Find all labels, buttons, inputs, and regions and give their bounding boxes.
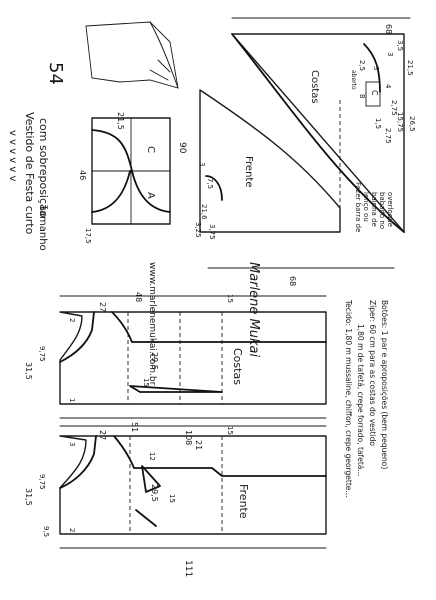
back-total-length: 108 (184, 430, 193, 445)
overlay-meas-q: 1,5 (374, 118, 382, 129)
sleeve-pattern: 21,5 46 17,5 C A (78, 112, 171, 244)
overlay-piece: 68 90 68 Costas Frente Fazer barra de le… (177, 17, 416, 286)
overlay-meas-o: 2,75 (384, 128, 392, 144)
overlay-meas-g: 4 (384, 84, 392, 89)
back-waist: 29,5 (150, 352, 159, 370)
front-neck-depth: 9,5 (42, 526, 50, 537)
sleeve-width: 21,5 (116, 112, 125, 130)
title-size-label: tamanho (37, 206, 48, 251)
front-armhole-depth: 31,5 (24, 488, 33, 506)
front-dart-b: 15 (168, 494, 176, 503)
overlay-meas-n: 26,5 (408, 116, 416, 132)
overlay-note-line-4: babado no (378, 192, 386, 229)
front-hem-ext: 15 (226, 426, 234, 435)
back-neck: 9,75 (38, 346, 46, 362)
back-shoulder: 27 (98, 302, 107, 312)
overlay-meas-b: 3,75 (208, 224, 216, 240)
overlay-meas-l: 3 (386, 52, 394, 56)
back-dart: 15 (142, 378, 150, 387)
back-mark-b: 1 (68, 398, 76, 402)
sleeve-letter-c: C (145, 146, 156, 153)
overlay-meas-j: 21,5 (406, 60, 414, 76)
overlay-meas-k: 3,5 (396, 40, 404, 51)
sleeve-letter-a: A (145, 192, 156, 199)
materials-fabric: Tecido: 1,80 m mussaline, chiffon, crepe… (344, 299, 353, 498)
overlay-meas-e: 3 (198, 162, 206, 166)
title-size-value: 54 (45, 62, 66, 85)
overlay-label-costas: Costas (309, 70, 320, 104)
overlay-mini-text: aberto (350, 70, 357, 90)
materials-buttons: Botões: 1 par e aproposições (bem pequen… (380, 300, 389, 469)
back-hem-ext: 15 (226, 294, 234, 303)
materials-lining: 1,80 m de tafetá, crepe forrado, tafetá.… (356, 324, 365, 477)
overlay-note-line-2: lenço ou (362, 192, 370, 222)
sleeve-height: 46 (78, 170, 87, 180)
title-line-2: com sobreposição (37, 118, 50, 218)
front-mark-b: 2 (68, 528, 76, 532)
top-marks: v v v v v v (7, 130, 18, 181)
overlay-meas-h: 3 (372, 66, 380, 70)
front-top-width: 51 (130, 422, 139, 432)
overlay-meas-i: 2,75 (390, 100, 398, 116)
signature: Marlene Mukai (246, 262, 261, 357)
front-waist: 29,5 (150, 484, 159, 502)
back-top-width: 48 (134, 292, 143, 302)
overlay-note-line-1: Fazer barra de (354, 182, 362, 232)
overlay-note: Fazer barra de lenço ou bainha de babado… (354, 182, 394, 232)
overlay-height: 90 (177, 142, 187, 154)
sleeve-cap-left: 17,5 (84, 228, 92, 244)
overlay-meas-p: 2,5 (358, 60, 366, 71)
materials-zipper: Zíper: 60 cm para as costas do vestido (368, 300, 377, 446)
title-block: Vestido de Festa curto com sobreposição … (23, 62, 66, 251)
overlay-meas-f: 8 (358, 94, 366, 98)
overlay-meas-a: 21,6 (200, 204, 208, 220)
overlay-marker: C (370, 90, 379, 96)
overlay-top-width: 68 (384, 24, 393, 34)
front-neck: 9,75 (38, 474, 46, 490)
back-armhole-depth: 31,5 (24, 362, 33, 380)
front-shoulder: 27 (98, 430, 107, 440)
overlay-bottom-width: 68 (288, 276, 297, 286)
back-mark-a: 2 (68, 318, 76, 322)
dress-sketch (85, 21, 179, 89)
materials-block: Tecido: 1,80 m mussaline, chiffon, crepe… (344, 299, 389, 498)
front-mark-a: 3 (68, 442, 76, 446)
overlay-meas-d: 7,5 (206, 178, 214, 189)
overlay-meas-c: 3,25 (194, 222, 202, 238)
overlay-label-frente: Frente (243, 156, 254, 187)
front-side: 21 (194, 440, 203, 450)
website-text: www.marlenemukai.com.br (147, 262, 157, 386)
overlay-note-line-3: bainha de (370, 192, 378, 227)
back-label: Costas (231, 348, 244, 385)
front-piece: Frente 111 51 27 9,75 9,5 31,5 29,5 12 1… (24, 422, 327, 577)
back-piece: Costas 108 48 27 9,75 31,5 29,5 15 15 2 … (24, 292, 327, 445)
front-label: Frente (237, 484, 250, 519)
overlay-note-line-5: overloque (386, 192, 394, 227)
front-total-length: 111 (183, 560, 193, 577)
overlay-meas-m: 15,75 (396, 112, 404, 132)
title-line-1: Vestido de Festa curto (23, 112, 36, 235)
front-dart-a: 12 (148, 452, 156, 461)
